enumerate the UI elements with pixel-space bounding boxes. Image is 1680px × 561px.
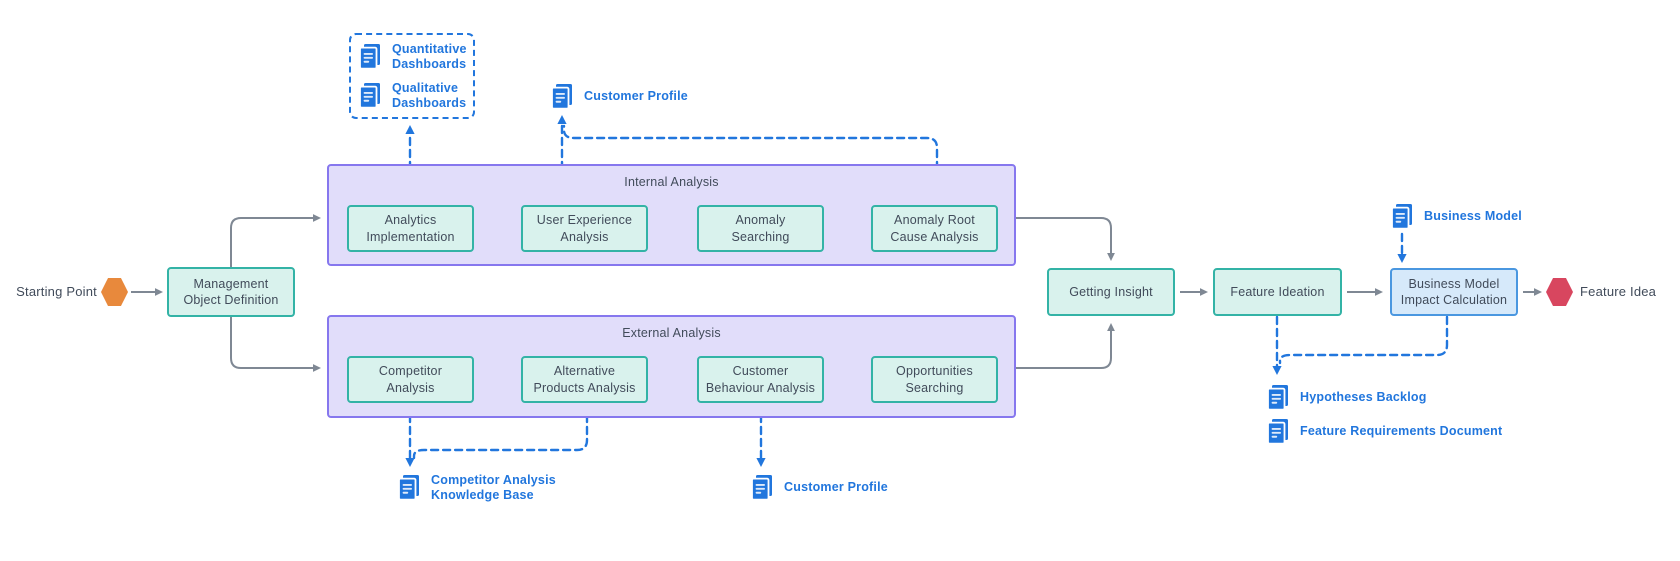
doc-hypotheses-backlog-label: Hypotheses Backlog <box>1300 390 1427 405</box>
doc-hypotheses-backlog: Hypotheses Backlog <box>1267 385 1427 411</box>
doc-customer-profile-bottom: Customer Profile <box>751 475 888 501</box>
doc-customer-profile-bottom-label: Customer Profile <box>784 480 888 495</box>
document-icon <box>1391 204 1413 230</box>
node-anomaly-root-cause-analysis: Anomaly Root Cause Analysis <box>871 205 998 252</box>
end-label: Feature Idea <box>1580 284 1657 299</box>
start-label: Starting Point <box>16 284 97 299</box>
node-business-model-impact-calculation: Business Model Impact Calculation <box>1390 268 1518 316</box>
doc-customer-profile-top: Customer Profile <box>551 84 688 110</box>
doc-competitor-analysis-knowledge-base-label: Competitor Analysis Knowledge Base <box>431 473 556 503</box>
document-icon <box>1267 419 1289 445</box>
group-internal-analysis-label: Internal Analysis <box>624 175 719 189</box>
node-customer-behaviour-analysis: Customer Behaviour Analysis <box>697 356 824 403</box>
doc-feature-requirements-document-label: Feature Requirements Document <box>1300 424 1503 439</box>
node-user-experience-analysis: User Experience Analysis <box>521 205 648 252</box>
edge-mod-to-external <box>230 317 321 372</box>
doc-business-model: Business Model <box>1391 204 1522 230</box>
edge-mod-to-internal <box>230 214 321 267</box>
node-getting-insight: Getting Insight <box>1047 268 1175 316</box>
doc-quantitative-dashboards: Quantitative Dashboards <box>359 42 474 73</box>
node-opportunities-searching: Opportunities Searching <box>871 356 998 403</box>
document-icon <box>1267 385 1289 411</box>
doc-qualitative-dashboards: Qualitative Dashboards <box>359 81 474 112</box>
node-analytics-implementation: Analytics Implementation <box>347 205 474 252</box>
edge-internal-to-insight <box>1016 217 1115 261</box>
group-external-analysis-label: External Analysis <box>622 326 721 340</box>
doc-customer-profile-top-label: Customer Profile <box>584 89 688 104</box>
edge-external-to-insight <box>1016 323 1115 369</box>
node-alternative-products-analysis: Alternative Products Analysis <box>521 356 648 403</box>
edge-bmic-to-backlog <box>1278 315 1449 365</box>
document-icon <box>751 475 773 501</box>
document-icon <box>398 475 420 501</box>
node-management-object-definition: Management Object Definition <box>167 267 295 317</box>
edge-alternative-to-knowledge-base <box>412 401 589 460</box>
document-icon <box>359 44 381 70</box>
document-icon <box>359 83 381 109</box>
edge-rootcause-to-customer-profile <box>562 124 939 207</box>
node-feature-ideation: Feature Ideation <box>1213 268 1342 316</box>
doc-feature-requirements-document: Feature Requirements Document <box>1267 419 1502 445</box>
node-anomaly-searching: Anomaly Searching <box>697 205 824 252</box>
doc-qualitative-dashboards-label: Qualitative Dashboards <box>392 81 467 111</box>
doc-quantitative-dashboards-label: Quantitative Dashboards <box>392 42 467 72</box>
doc-business-model-label: Business Model <box>1424 209 1522 224</box>
node-competitor-analysis: Competitor Analysis <box>347 356 474 403</box>
doc-competitor-analysis-knowledge-base: Competitor Analysis Knowledge Base <box>398 473 556 504</box>
document-icon <box>551 84 573 110</box>
